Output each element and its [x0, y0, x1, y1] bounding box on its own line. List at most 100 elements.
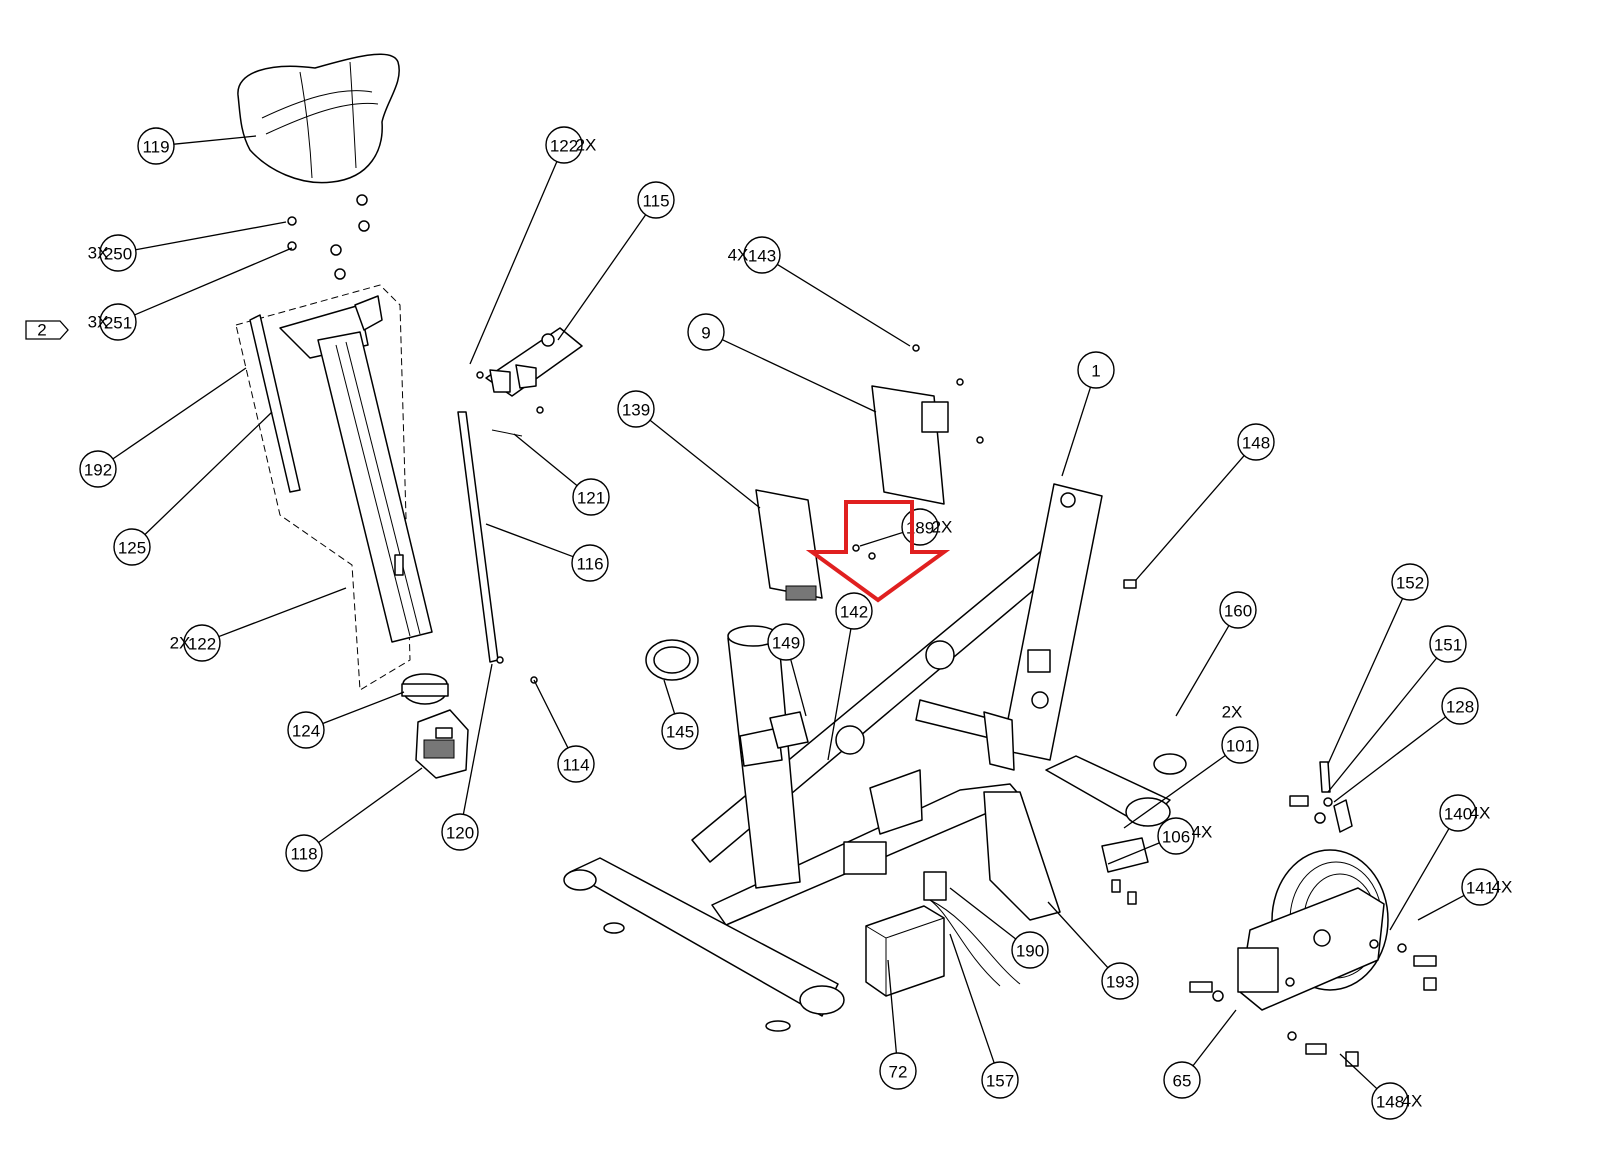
part-front-post — [727, 625, 801, 889]
leader-line-9 — [722, 339, 877, 413]
callout-192: 192 — [79, 450, 117, 488]
leader-line-116 — [485, 523, 574, 558]
leader-line-1 — [1061, 386, 1092, 477]
callout-circle — [287, 711, 325, 749]
callout-circle — [637, 181, 675, 219]
part-drawings — [235, 53, 1437, 1067]
callout-label: 160 — [1224, 602, 1252, 621]
callout-circle — [113, 528, 151, 566]
callout-114: 114 — [557, 745, 595, 783]
note-flag-label: 2 — [37, 321, 46, 340]
callout-label: 72 — [889, 1063, 908, 1082]
leader-line-122a — [469, 161, 558, 365]
part-front-stabilizer — [563, 857, 845, 1032]
callout-quantity: 4X — [1492, 878, 1513, 897]
callout-quantity: 2X — [576, 136, 597, 155]
callout-quantity: 2X — [1222, 703, 1243, 722]
leader-line-106 — [1107, 842, 1160, 865]
leader-line-115 — [557, 214, 647, 341]
callout-circle — [1101, 962, 1139, 1000]
callout-circle — [99, 234, 137, 272]
leader-line-142 — [827, 628, 852, 761]
callout-label: 139 — [622, 401, 650, 420]
leader-line-72 — [887, 959, 898, 1054]
callout-circle — [1461, 868, 1499, 906]
callout-circle — [441, 813, 479, 851]
callout-quantity: 2X — [170, 634, 191, 653]
leader-line-128 — [1333, 716, 1447, 803]
part-rods — [457, 411, 538, 684]
note-flag: 2 — [25, 320, 69, 340]
callout-193: 193 — [1101, 962, 1139, 1000]
leader-line-151 — [1327, 657, 1438, 793]
callout-circle — [767, 623, 805, 661]
leader-line-250 — [135, 221, 287, 251]
part-handlebar-stem — [476, 327, 583, 414]
callout-65: 65 — [1163, 1061, 1201, 1099]
leader-line-193 — [1047, 901, 1109, 969]
leader-line-149 — [790, 659, 807, 717]
callout-label: 118 — [290, 845, 317, 864]
callout-circle — [1077, 351, 1115, 389]
callout-151: 151 — [1429, 625, 1467, 663]
callout-label: 9 — [701, 324, 710, 343]
part-collar — [645, 639, 699, 681]
callout-circle — [1011, 931, 1049, 969]
callout-circle — [835, 592, 873, 630]
callout-circle — [1221, 726, 1259, 764]
callout-label: 149 — [772, 634, 800, 653]
leader-line-152 — [1327, 598, 1404, 765]
leader-line-141 — [1417, 894, 1465, 921]
callout-1: 1 — [1077, 351, 1115, 389]
leader-lines — [112, 135, 1465, 1090]
callout-circle — [743, 236, 781, 274]
callout-circle — [617, 390, 655, 428]
callout-label: 128 — [1446, 698, 1474, 717]
callout-label: 115 — [642, 192, 669, 211]
callout-quantity: 3X — [88, 313, 109, 332]
callout-label: 101 — [1226, 737, 1254, 756]
callout-label: 124 — [292, 722, 320, 741]
leader-line-157 — [949, 933, 995, 1064]
callout-circle — [661, 712, 699, 750]
callout-circle — [571, 544, 609, 582]
leader-line-143 — [776, 263, 911, 347]
leader-line-119 — [173, 135, 257, 145]
part-console-plate — [755, 489, 876, 601]
callout-label: 106 — [1162, 828, 1190, 847]
callout-circle — [1391, 563, 1429, 601]
callout-72: 72 — [879, 1052, 917, 1090]
callout-148a: 148 — [1237, 423, 1275, 461]
leader-line-192 — [112, 367, 247, 460]
callout-128: 128 — [1441, 687, 1479, 725]
leader-line-125 — [144, 411, 273, 535]
callout-157: 157 — [981, 1061, 1019, 1099]
callout-quantity: 4X — [1402, 1092, 1423, 1111]
callout-124: 124 — [287, 711, 325, 749]
callout-label: 120 — [446, 824, 474, 843]
callout-149: 149 — [767, 623, 805, 661]
callout-120: 120 — [441, 813, 479, 851]
part-seat-post — [235, 284, 433, 691]
callout-label: 143 — [748, 247, 776, 266]
highlight-arrow — [805, 500, 951, 603]
callout-quantity: 2X — [932, 518, 953, 537]
callout-quantity: 4X — [1192, 823, 1213, 842]
callout-121: 121 — [572, 478, 610, 516]
callout-label: 114 — [562, 756, 589, 775]
callout-190: 190 — [1011, 931, 1049, 969]
callout-circle — [1439, 794, 1477, 832]
callout-circle — [572, 478, 610, 516]
leader-line-140 — [1389, 828, 1450, 931]
part-seat — [237, 53, 400, 184]
callout-115: 115 — [637, 181, 675, 219]
